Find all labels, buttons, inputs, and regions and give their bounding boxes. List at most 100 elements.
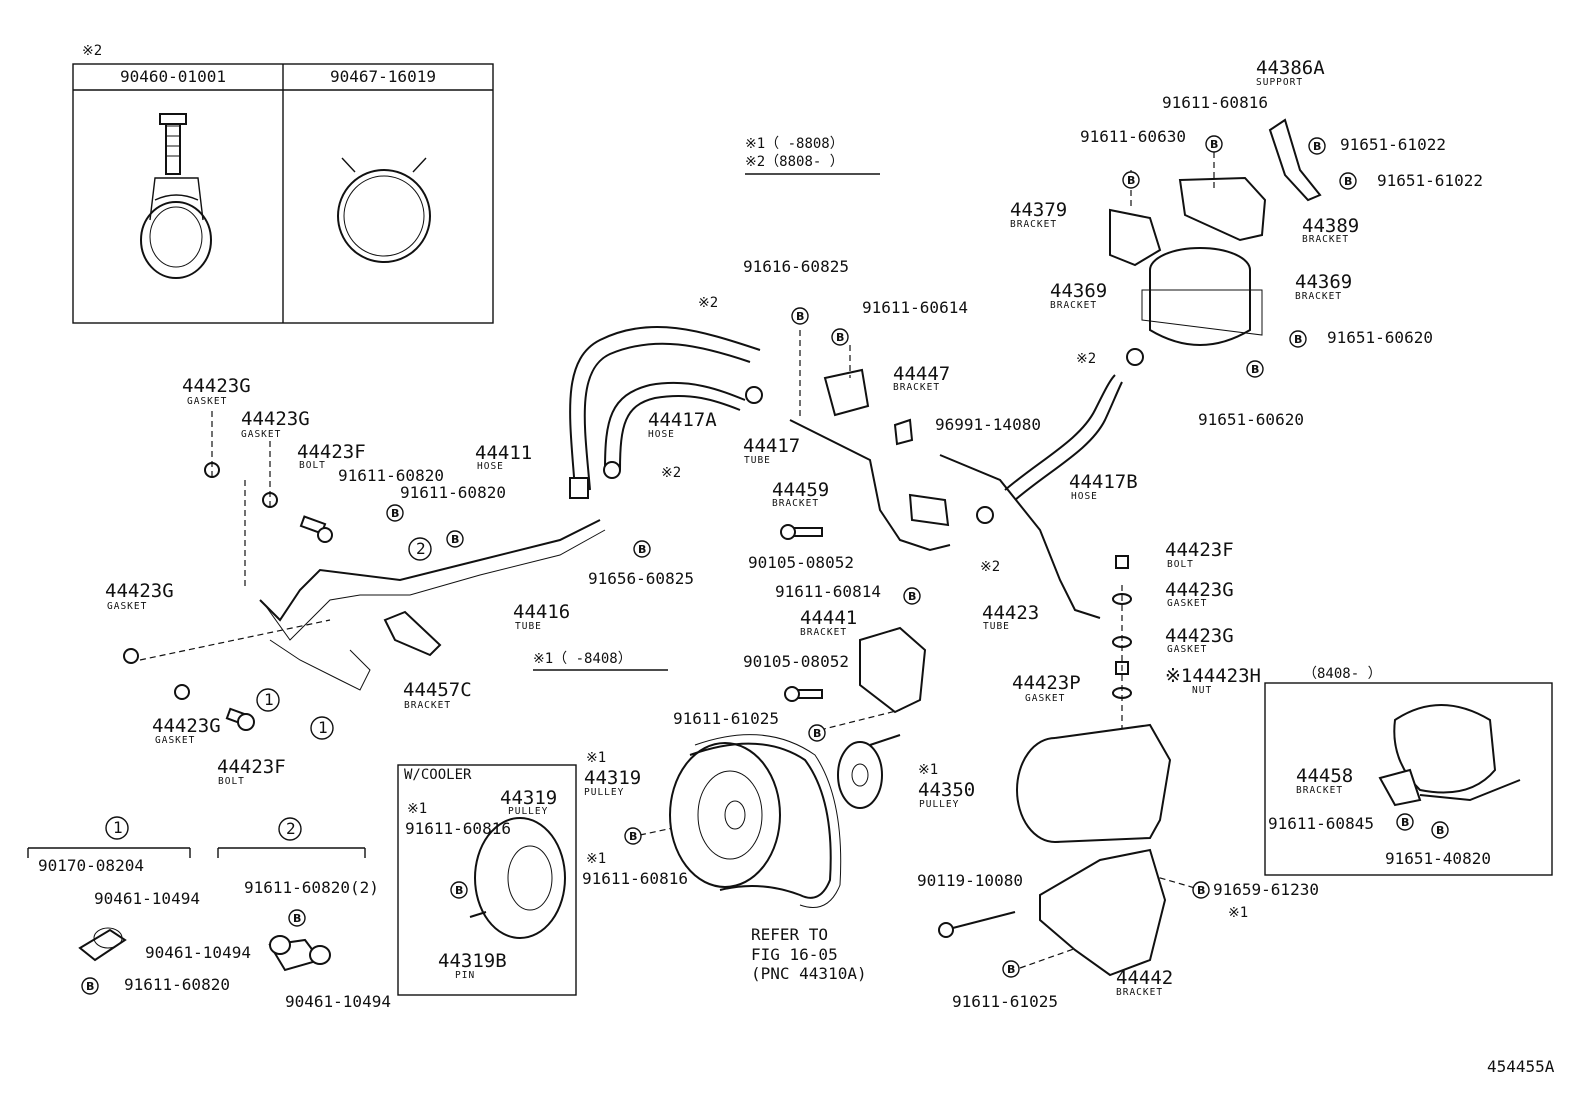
svg-text:B: B — [1344, 175, 1352, 188]
part-label: 44389 — [1302, 215, 1359, 237]
circled-number: 1 — [105, 816, 129, 840]
svg-text:2: 2 — [286, 819, 296, 838]
part-label: 44457C — [403, 679, 472, 701]
svg-text:1: 1 — [318, 718, 328, 737]
part-label: 90461-10494 — [285, 992, 391, 1011]
bolt-b-marker-icon: B — [903, 587, 921, 605]
part-label: ※2 — [1076, 351, 1096, 367]
part-label: GASKET — [155, 735, 195, 746]
part-label: 44416 — [513, 601, 570, 623]
svg-text:B: B — [813, 727, 821, 740]
svg-text:1: 1 — [264, 690, 274, 709]
svg-text:B: B — [1401, 816, 1409, 829]
part-label: BRACKET — [1295, 291, 1342, 302]
part-label: 90105-08052 — [743, 652, 849, 671]
part-label: ※2（8808- ） — [745, 154, 844, 170]
svg-text:B: B — [1007, 963, 1015, 976]
part-label: 44423G — [241, 408, 310, 430]
svg-text:B: B — [293, 912, 301, 925]
bolt-b-marker-icon: B — [1289, 330, 1307, 348]
part-label: BRACKET — [893, 382, 940, 393]
bracket-44441 — [859, 626, 927, 714]
bolt-b-marker-icon: B — [1431, 821, 1449, 839]
part-label: TUBE — [744, 455, 771, 466]
part-label: BRACKET — [404, 700, 451, 711]
circled-number: 1 — [256, 688, 280, 712]
bracket-44459 — [908, 493, 950, 527]
svg-text:B: B — [86, 980, 94, 993]
part-label: 90170-08204 — [38, 856, 144, 875]
bolt-90105-upper — [780, 524, 823, 540]
clamp-assembly-1 — [27, 847, 191, 962]
part-label: 90461-10494 — [145, 943, 251, 962]
part-label: BRACKET — [1296, 785, 1343, 796]
bracket-44447 — [823, 368, 870, 417]
part-label: HOSE — [477, 461, 504, 472]
part-label: 91611-60820 — [124, 975, 230, 994]
part-label: ※1 — [586, 750, 606, 766]
part-label: 91651-40820 — [1385, 849, 1491, 868]
bracket-44379 — [1109, 208, 1162, 267]
part-label: ※2 — [980, 559, 1000, 575]
bolt-b-marker-icon: B — [81, 977, 99, 995]
part-label: 91611-61025 — [673, 709, 779, 728]
part-label: TUBE — [983, 621, 1010, 632]
tube-44416 — [259, 519, 606, 691]
svg-text:B: B — [1127, 174, 1135, 187]
bolt-44423F-upper — [299, 515, 333, 543]
clamp-inset-box — [72, 63, 494, 324]
part-label: 44423F — [217, 756, 286, 778]
part-label: HOSE — [1071, 491, 1098, 502]
svg-text:B: B — [451, 533, 459, 546]
part-label: 91611-60816 — [405, 819, 511, 838]
bolt-b-marker-icon: B — [1246, 360, 1264, 378]
part-label: FIG 16-05 — [751, 945, 838, 964]
part-label: 90467-16019 — [330, 67, 436, 86]
part-label: 44423P — [1012, 672, 1081, 694]
circled-number: 1 — [310, 716, 334, 740]
part-label: 44442 — [1116, 967, 1173, 989]
bolt-b-marker-icon: B — [446, 530, 464, 548]
svg-text:B: B — [1210, 138, 1218, 151]
cooler-inset-box — [397, 764, 577, 996]
part-label: 44319B — [438, 950, 507, 972]
part-label: GASKET — [107, 601, 147, 612]
part-label: NUT — [1192, 685, 1212, 696]
part-label: GASKET — [241, 429, 281, 440]
part-label: BOLT — [1167, 559, 1194, 570]
part-label: 44441 — [800, 607, 857, 629]
part-label: BRACKET — [1302, 234, 1349, 245]
bolt-b-marker-icon: B — [1308, 137, 1326, 155]
part-label: 44423G — [182, 375, 251, 397]
hose-clamp-markers — [603, 348, 1144, 524]
pulley-44319 — [669, 742, 781, 888]
bolt-b-marker-icon: B — [1339, 172, 1357, 190]
part-label: 44423F — [297, 441, 366, 463]
part-label: PULLEY — [919, 799, 959, 810]
part-label: 91611-60820 — [338, 466, 444, 485]
svg-text:1: 1 — [113, 818, 123, 837]
part-label: 91611-60816 — [1162, 93, 1268, 112]
part-label: 90460-01001 — [120, 67, 226, 86]
part-label: 91651-60620 — [1327, 328, 1433, 347]
part-label: ※1（ -8408） — [533, 651, 632, 667]
part-label: TUBE — [515, 621, 542, 632]
part-label: （8408- ） — [1303, 666, 1382, 682]
part-label: 91611-61025 — [952, 992, 1058, 1011]
svg-text:B: B — [1436, 824, 1444, 837]
part-label: PIN — [455, 970, 475, 981]
part-label: 90461-10494 — [94, 889, 200, 908]
bolt-b-marker-icon: B — [1002, 960, 1020, 978]
part-label: 44447 — [893, 363, 950, 385]
part-label: 91611-60845 — [1268, 814, 1374, 833]
support-44386A — [1268, 118, 1322, 202]
svg-text:B: B — [391, 507, 399, 520]
bolt-b-marker-icon: B — [1396, 813, 1414, 831]
part-label: SUPPORT — [1256, 77, 1303, 88]
part-label: 44423G — [152, 715, 221, 737]
part-label: PULLEY — [508, 806, 548, 817]
part-label: 90119-10080 — [917, 871, 1023, 890]
part-label: ※1（ -8808） — [745, 136, 844, 152]
part-label: 91651-61022 — [1377, 171, 1483, 190]
